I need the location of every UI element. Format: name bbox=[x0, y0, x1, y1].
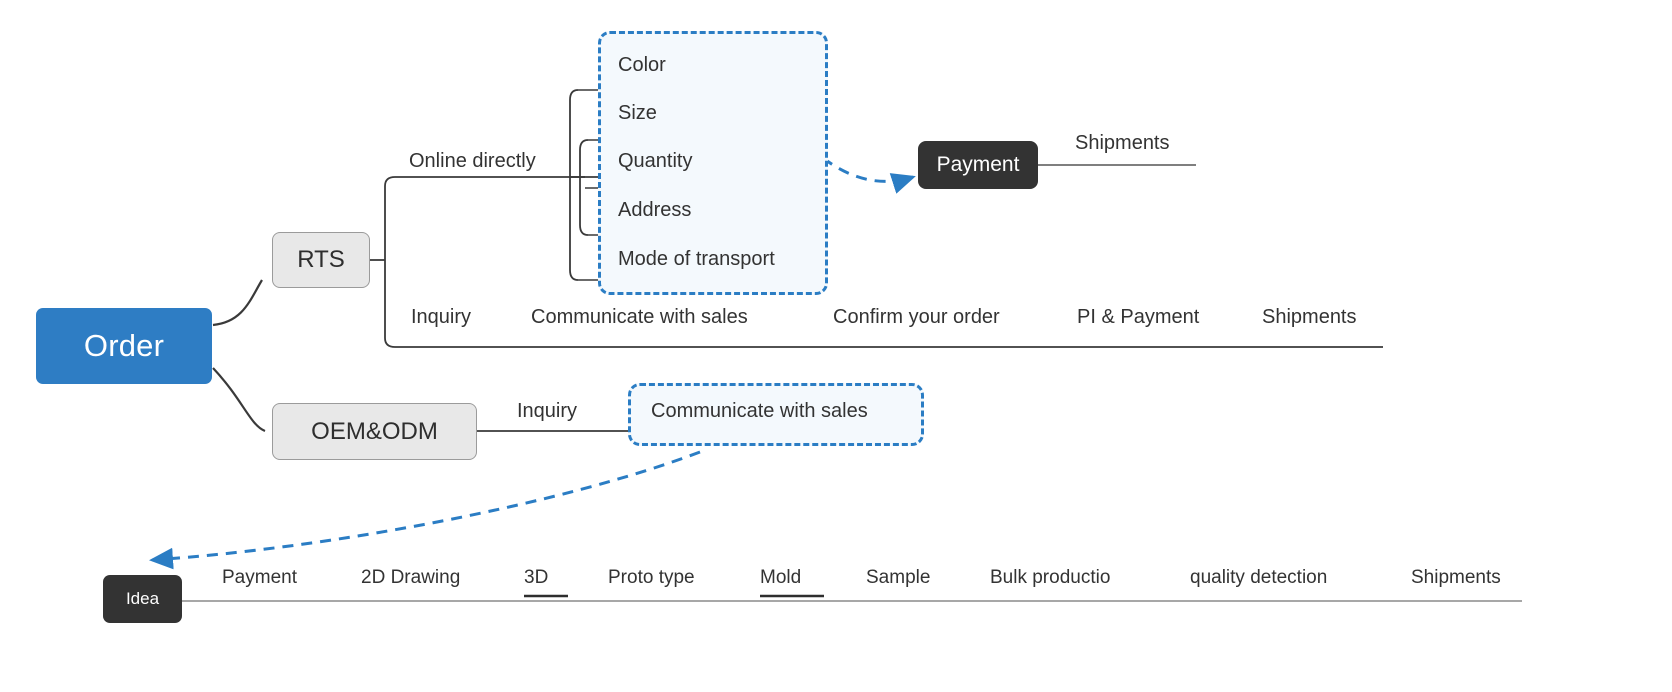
idea-step-bulk-productio[interactable]: Bulk productio bbox=[990, 567, 1111, 588]
idea-step-2d-drawing[interactable]: 2D Drawing bbox=[361, 567, 461, 588]
idea-step-mold[interactable]: Mold bbox=[760, 567, 802, 588]
node-order[interactable]: Order bbox=[36, 308, 212, 384]
node-idea-label: Idea bbox=[125, 589, 160, 608]
leaf-address[interactable]: Address bbox=[618, 199, 692, 221]
idea-step-payment[interactable]: Payment bbox=[222, 567, 297, 588]
idea-step-3d[interactable]: 3D bbox=[524, 567, 549, 588]
dashed-arrow-to-idea bbox=[149, 450, 701, 570]
node-rts-label: RTS bbox=[297, 246, 345, 273]
node-payment[interactable]: Payment bbox=[918, 141, 1038, 189]
leaf-quantity[interactable]: Quantity bbox=[618, 150, 693, 172]
idea-step-shipments[interactable]: Shipments bbox=[1411, 567, 1501, 588]
node-idea[interactable]: Idea bbox=[103, 575, 182, 623]
node-oem-odm-label: OEM&ODM bbox=[311, 417, 438, 445]
leaf-oem-communicate-with-sales[interactable]: Communicate with sales bbox=[651, 400, 868, 422]
dashed-arrow-to-payment bbox=[822, 156, 916, 194]
node-oem-odm[interactable]: OEM&ODM bbox=[272, 403, 477, 460]
idea-step-quality-detection[interactable]: quality detection bbox=[1190, 567, 1328, 588]
node-order-label: Order bbox=[83, 328, 165, 363]
flow-step-confirm-your-order[interactable]: Confirm your order bbox=[833, 306, 1000, 328]
flow-step-communicate-with-sales[interactable]: Communicate with sales bbox=[531, 306, 748, 328]
idea-step-proto-type[interactable]: Proto type bbox=[608, 567, 695, 588]
node-payment-label: Payment bbox=[936, 153, 1020, 176]
node-rts[interactable]: RTS bbox=[272, 232, 370, 288]
edge-rts-flow-baseline bbox=[384, 337, 1383, 348]
edge-label-online-directly: Online directly bbox=[409, 150, 536, 172]
flow-step-inquiry[interactable]: Inquiry bbox=[411, 306, 472, 328]
edge-order-to-oem bbox=[212, 367, 266, 433]
edge-online-directly bbox=[385, 177, 1383, 186]
edge-detail-spine-inner bbox=[579, 139, 589, 236]
flow-step-shipments[interactable]: Shipments bbox=[1262, 306, 1357, 328]
highlight-box-oem-communicate bbox=[628, 383, 924, 446]
flow-step-pi-and-payment[interactable]: PI & Payment bbox=[1077, 306, 1200, 328]
edge-detail-spine-outer bbox=[569, 89, 579, 281]
edge-order-to-rts bbox=[212, 279, 263, 327]
leaf-payment-shipments[interactable]: Shipments bbox=[1075, 132, 1170, 154]
leaf-color[interactable]: Color bbox=[618, 54, 666, 76]
leaf-size[interactable]: Size bbox=[618, 102, 657, 124]
idea-step-sample[interactable]: Sample bbox=[866, 567, 931, 588]
leaf-mode-of-transport[interactable]: Mode of transport bbox=[618, 248, 775, 270]
edge-label-oem-inquiry: Inquiry bbox=[517, 400, 578, 422]
highlight-box-order-details bbox=[598, 31, 828, 295]
